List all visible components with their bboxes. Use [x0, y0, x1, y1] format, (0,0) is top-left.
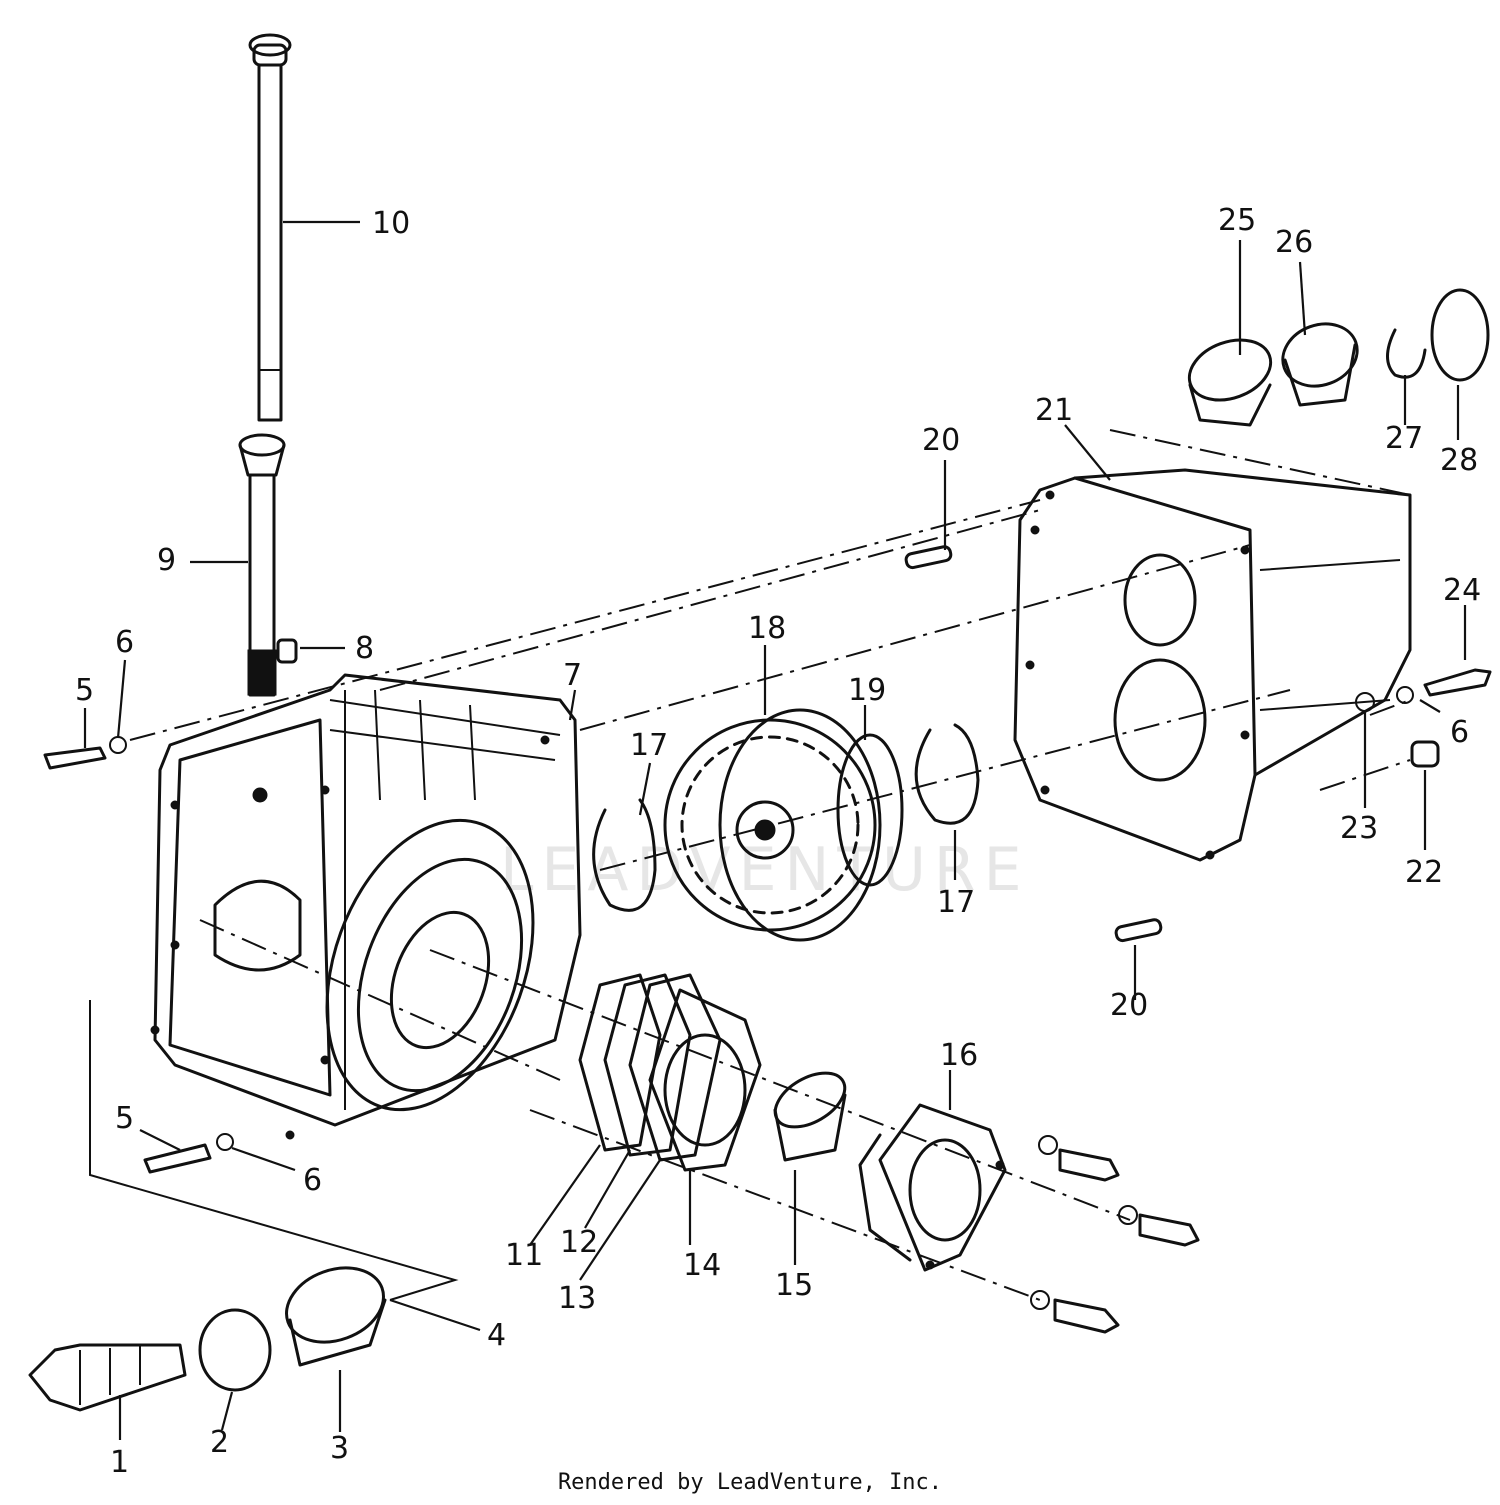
snap-ring-left — [592, 798, 657, 912]
washer-23 — [1355, 692, 1375, 712]
callout-p10: 10 — [372, 206, 410, 241]
washer-left-lower — [216, 1133, 234, 1151]
callout-p28: 28 — [1440, 443, 1478, 478]
spur-gear — [663, 708, 882, 942]
callout-p13: 13 — [558, 1281, 596, 1316]
bearing-cone — [1281, 322, 1359, 407]
callout-p8: 8 — [355, 631, 374, 666]
callout-p6b: 6 — [303, 1163, 322, 1198]
callout-p5a: 5 — [75, 673, 94, 708]
callout-p17a: 17 — [630, 728, 668, 763]
callout-p19: 19 — [848, 673, 886, 708]
footer-credit: Rendered by LeadVenture, Inc. — [557, 1470, 943, 1495]
callout-p27: 27 — [1385, 421, 1423, 456]
bolt-left-lower — [143, 1143, 212, 1174]
shaft-bearing — [285, 1266, 387, 1367]
callout-p4: 4 — [487, 1318, 506, 1353]
callout-p1: 1 — [110, 1445, 129, 1480]
side-housing — [1013, 468, 1412, 862]
callout-p23: 23 — [1340, 811, 1378, 846]
plug-22 — [1410, 740, 1440, 768]
callout-p20b: 20 — [1110, 988, 1148, 1023]
callout-p21: 21 — [1035, 393, 1073, 428]
shaft-seal — [198, 1308, 272, 1392]
retaining-ring — [1386, 328, 1427, 379]
callout-p18: 18 — [748, 611, 786, 646]
snap-ring-right — [914, 723, 980, 825]
callout-p20a: 20 — [922, 423, 960, 458]
bolt-right — [1423, 668, 1492, 697]
bearing-cap — [858, 1103, 1007, 1272]
callout-p7: 7 — [563, 658, 582, 693]
leader-lines — [83, 220, 1467, 1440]
callout-p25: 25 — [1218, 203, 1256, 238]
seal-cap — [1430, 288, 1490, 382]
callout-p16: 16 — [940, 1038, 978, 1073]
callout-p9: 9 — [157, 543, 176, 578]
callout-p2: 2 — [210, 1425, 229, 1460]
callout-p6a: 6 — [115, 625, 134, 660]
callout-p11: 11 — [505, 1238, 543, 1273]
pinion-shaft — [28, 1343, 187, 1412]
bushing — [773, 1071, 847, 1162]
callout-p3: 3 — [330, 1431, 349, 1466]
bolt-left-upper — [43, 746, 107, 770]
callout-p15: 15 — [775, 1268, 813, 1303]
callout-p14: 14 — [683, 1248, 721, 1283]
housing-flange-ring — [325, 818, 535, 1112]
dowel-pin-upper — [904, 545, 953, 570]
dipstick-tube — [238, 433, 286, 697]
callout-labels: 10 9 8 5 6 7 18 19 17 17 20 20 21 25 26 … — [75, 203, 1481, 1480]
callout-p26: 26 — [1275, 225, 1313, 260]
o-ring — [836, 733, 904, 887]
plug — [276, 638, 298, 664]
callout-p22: 22 — [1405, 855, 1443, 890]
watermark-text: LEADVENTURE — [500, 835, 1030, 905]
callout-p5b: 5 — [115, 1101, 134, 1136]
callout-p17b: 17 — [937, 885, 975, 920]
callout-p24: 24 — [1443, 573, 1481, 608]
callout-p6c: 6 — [1450, 715, 1469, 750]
main-housing — [150, 673, 582, 1140]
callout-p12: 12 — [560, 1225, 598, 1260]
bearing-cup — [1187, 338, 1273, 427]
cap-bolts — [1030, 1135, 1200, 1334]
dowel-pin-lower — [1114, 918, 1163, 943]
washer-left-upper — [109, 736, 127, 754]
dipstick-rod — [248, 33, 292, 422]
washer-right — [1396, 686, 1414, 704]
gasket-set — [578, 973, 762, 1172]
